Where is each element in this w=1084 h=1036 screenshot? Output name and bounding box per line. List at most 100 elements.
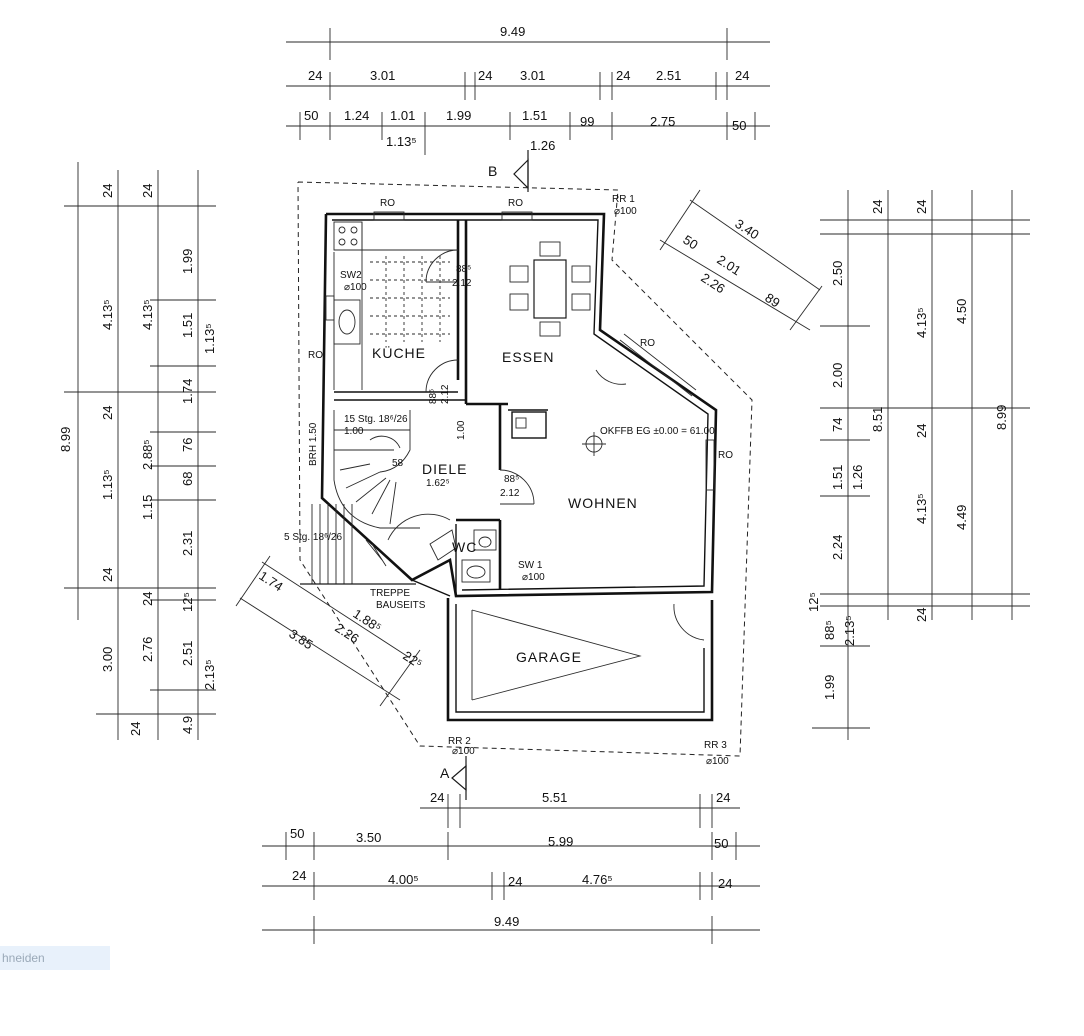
right-col2-dim: 12⁵ — [806, 592, 821, 612]
bottom-row3-dim: 24 — [508, 874, 522, 889]
top-row1-dim: 3.01 — [520, 68, 545, 83]
sw2-label: SW2 — [340, 270, 362, 281]
level-marker — [582, 432, 606, 456]
top-row2-dim: 1.24 — [344, 108, 369, 123]
room-kueche-label: KÜCHE — [372, 344, 426, 361]
diagonal-dims-right: 3.40 50 2.01 2.26 89 — [659, 189, 823, 331]
door-wohnen-height: 2.12 — [500, 488, 520, 499]
right-col1-dim: 1.99 — [822, 675, 837, 700]
sw1-size: ⌀100 — [522, 572, 545, 583]
top-row2-dim: 2.75 — [650, 114, 675, 129]
top-row1-dim: 2.51 — [656, 68, 681, 83]
diag-right-dim: 50 — [680, 232, 700, 252]
left-overall-dim: 8.99 — [58, 427, 73, 452]
left-col3-dim: 1.74 — [180, 379, 195, 404]
top-row2-dim: 1.01 — [390, 108, 415, 123]
bottom-row3-dim: 24 — [718, 876, 732, 891]
stair-outer-label: 5 Stg. 18⁶/26 — [284, 532, 342, 543]
top-row2-dim: 50 — [732, 118, 746, 133]
left-col3-dim: 1.99 — [180, 249, 195, 274]
diag-left-dim: 22⁵ — [400, 648, 425, 671]
left-col1-dim: 24 — [100, 406, 115, 420]
left-col2-dim: 2.88⁵ — [140, 439, 155, 470]
wc-fixtures — [429, 529, 497, 583]
windows — [325, 211, 715, 491]
left-col2-dim: 2.76 — [140, 637, 155, 662]
left-col3-dim: 2.51 — [180, 641, 195, 666]
bottom-row1-dim: 24 — [716, 790, 730, 805]
stair-width-2: 1.00 — [456, 420, 467, 440]
rr3-size: ⌀100 — [706, 756, 729, 767]
top-sub-dim: 1.26 — [530, 138, 555, 153]
bauseits-label: BAUSEITS — [376, 600, 426, 611]
diag-right-dim: 3.40 — [732, 216, 761, 242]
right-col1-dim: 2.24 — [830, 535, 845, 560]
bottom-row3-dim: 4.00⁵ — [388, 872, 419, 887]
right-col4-dim: 4.50 — [954, 299, 969, 324]
top-row1-dim: 24 — [478, 68, 492, 83]
left-col1-dim: 24 — [100, 568, 115, 582]
bottom-row1-dim: 24 — [430, 790, 444, 805]
top-sub-dim: 1.13⁵ — [386, 134, 417, 149]
left-dimension-chains: 8.99 24 4.13⁵ 24 1.13⁵ 24 3.00 24 24 4.1… — [58, 162, 217, 740]
stair-width: 1.00 — [344, 426, 364, 437]
top-row2-dim: 1.99 — [446, 108, 471, 123]
section-marker-b: B — [488, 150, 529, 192]
diag-right-dim: 89 — [762, 290, 782, 310]
top-row2-dim: 99 — [580, 114, 594, 129]
top-row2-dim: 1.51 — [522, 108, 547, 123]
top-row1-dim: 24 — [616, 68, 630, 83]
right-col2-dim: 88⁵ — [822, 620, 837, 640]
left-col1-dim: 4.13⁵ — [100, 299, 115, 330]
diag-left-dim: 1.74 — [256, 568, 285, 594]
diag-right-dim: 2.26 — [698, 270, 727, 296]
room-wohnen-label: WOHNEN — [568, 495, 638, 511]
top-row1-dim: 24 — [308, 68, 322, 83]
bottom-row1-dim: 5.51 — [542, 790, 567, 805]
right-col1-dim: 2.00 — [830, 363, 845, 388]
rr1-size: ⌀100 — [614, 206, 637, 217]
left-col3-dim: 76 — [180, 438, 195, 452]
top-row1-dim: 3.01 — [370, 68, 395, 83]
left-col2-dim: 24 — [140, 592, 155, 606]
top-row2-dim: 50 — [304, 108, 318, 123]
right-overall-dim: 8.99 — [994, 405, 1009, 430]
top-overall-dim: 9.49 — [500, 24, 525, 39]
room-diele-label: DIELE — [422, 461, 467, 477]
section-a-label: A — [440, 765, 450, 781]
door-kueche-height: 2.12 — [452, 278, 472, 289]
diag-right-dim: 2.01 — [714, 252, 743, 278]
stair-length: 1.62⁵ — [426, 478, 450, 489]
right-col1-dim: 74 — [830, 418, 845, 432]
sw1-label: SW 1 — [518, 560, 543, 571]
sw2-size: ⌀100 — [344, 282, 367, 293]
ro-label: RO — [640, 338, 655, 349]
top-row1-dim: 24 — [735, 68, 749, 83]
left-col4-dim: 1.13⁵ — [202, 323, 217, 354]
left-col4-dim: 2.13⁵ — [202, 659, 217, 690]
rr2-size: ⌀100 — [452, 746, 475, 757]
right-col3-dim: 4.13⁵ — [914, 307, 929, 338]
right-col1-dim: 1.51 — [830, 465, 845, 490]
right-col2-dim: 2.13⁵ — [842, 615, 857, 646]
section-b-label: B — [488, 163, 498, 179]
right-dimension-chains: 2.50 2.00 74 1.51 1.26 2.24 1.99 8.51 12… — [806, 190, 1030, 740]
bottom-row2-dim: 50 — [290, 826, 304, 841]
left-col2-dim: 24 — [140, 184, 155, 198]
left-col1-dim: 3.00 — [100, 647, 115, 672]
stair-depth: 58 — [392, 458, 404, 469]
ro-label: RO — [508, 198, 523, 209]
crop-toolbar-chip[interactable]: hneiden — [0, 946, 110, 970]
door-diele-height: 2.12 — [440, 384, 451, 404]
building-outline — [297, 181, 753, 757]
right-col3-dim: 24 — [914, 608, 929, 622]
room-wc-label: WC — [452, 539, 477, 555]
doors — [387, 249, 705, 641]
room-garage-label: GARAGE — [516, 649, 582, 665]
rr2-label: RR 2 — [448, 736, 471, 747]
right-col1-dim: 1.26 — [850, 465, 865, 490]
left-col3-dim: 2.31 — [180, 531, 195, 556]
right-col3-dim: 4.13⁵ — [914, 493, 929, 524]
right-col2-dim: 8.51 — [870, 407, 885, 432]
section-marker-a: A — [440, 756, 467, 800]
